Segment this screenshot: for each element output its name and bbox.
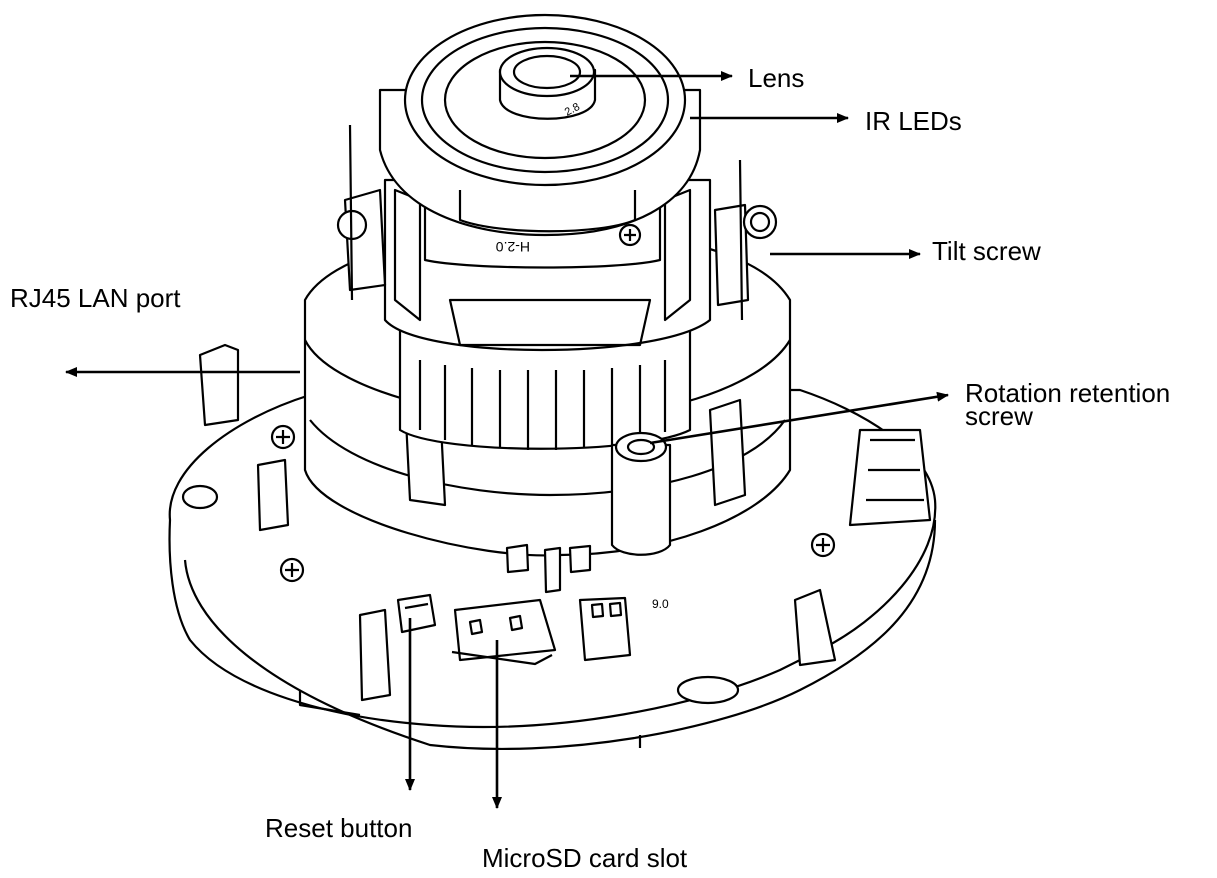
ribbed-body [398, 328, 692, 450]
camera-drawing: 2.8 H-2.0 9.0 [168, 13, 937, 750]
post-left [256, 458, 290, 532]
bracket-marking: H-2.0 [496, 239, 530, 255]
rotation-screw-arrow [649, 391, 949, 445]
label-rj45-lan-port: RJ45 LAN port [10, 283, 181, 313]
board-components [396, 543, 632, 666]
label-lens: Lens [748, 63, 805, 93]
board-marking: 9.0 [652, 597, 669, 611]
label-rotation-retention-line2: screw [965, 401, 1033, 431]
label-rotation-retention-line1: Rotation retention [965, 378, 1171, 408]
front-clip [793, 588, 837, 667]
label-ir-leds: IR LEDs [865, 106, 962, 136]
label-reset-button: Reset button [265, 813, 413, 843]
terminal-block [578, 596, 632, 662]
left-clip [198, 343, 240, 427]
lens-head [378, 13, 702, 237]
microsd-socket [453, 598, 557, 662]
leader-arrows [65, 71, 949, 809]
reset-switch [396, 593, 437, 634]
label-tilt-screw: Tilt screw [932, 236, 1041, 266]
rotation-retention-post [610, 431, 672, 556]
mounting-slot-front [676, 675, 740, 705]
label-microsd-card-slot: MicroSD card slot [482, 843, 688, 873]
side-connector [848, 428, 932, 527]
mounting-hole-left [181, 484, 219, 510]
front-left-clip [358, 608, 392, 702]
